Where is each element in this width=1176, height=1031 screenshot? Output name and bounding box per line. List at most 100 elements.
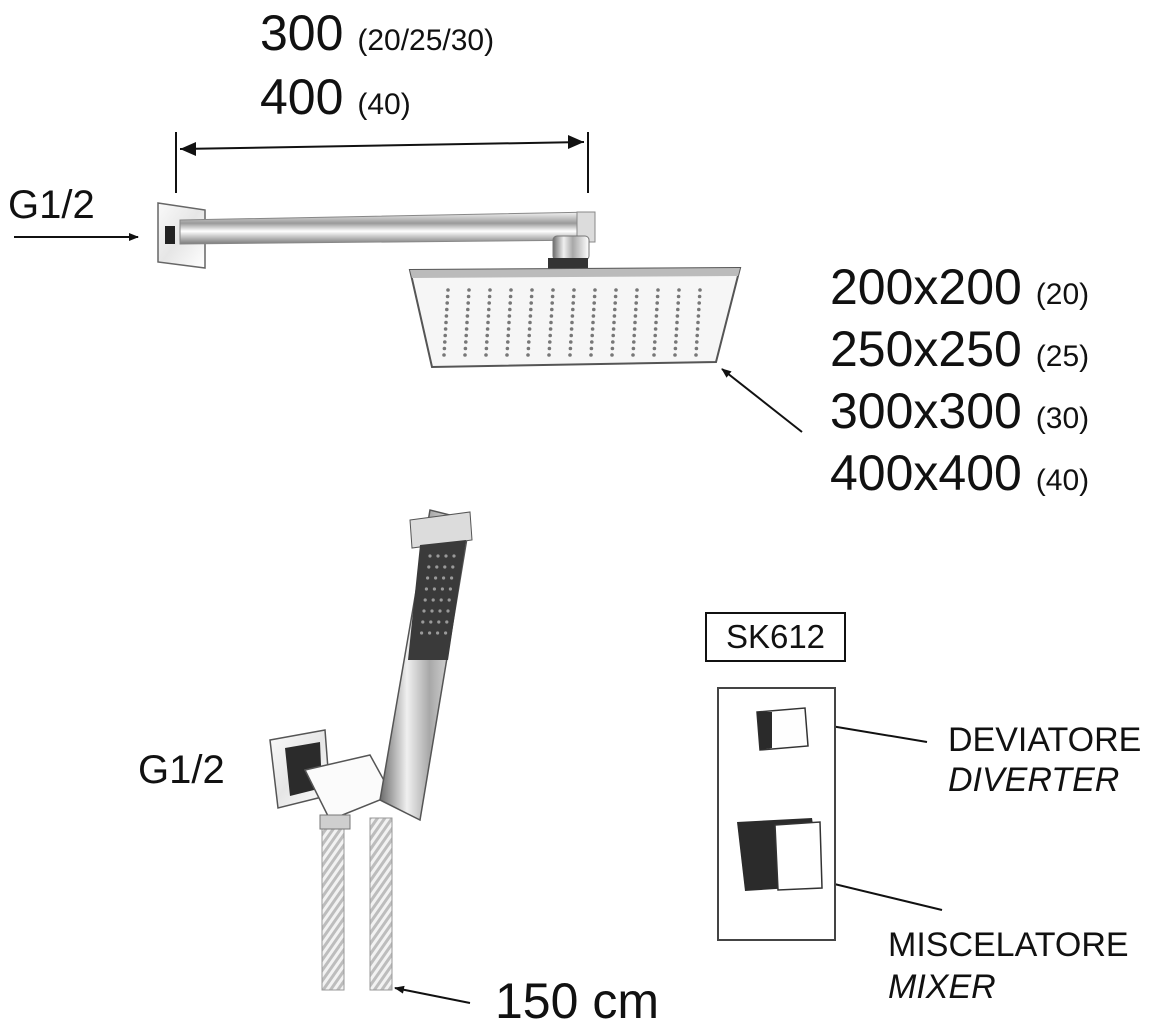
nozzle-dot [614,288,618,292]
nozzle-dot [508,307,512,312]
nozzle-dot [420,631,424,635]
nozzle-dot [589,353,593,357]
nozzle-dot [592,307,596,312]
nozzle-dot [653,327,658,331]
nozzle-dot [568,353,572,357]
head-size-row: 400x400 (40) [830,448,1089,498]
nozzle-dot [444,314,449,318]
nozzle-dot [676,301,680,305]
nozzle-dot [673,346,678,351]
nozzle-dot [527,333,531,338]
head-size-value: 200x200 [830,259,1022,315]
arm-length-option-2: 400 (40) [260,72,411,122]
nozzle-dot [430,609,434,613]
nozzle-dot [437,620,441,624]
nozzle-dot [610,346,615,351]
head-size-row: 300x300 (30) [830,386,1089,436]
nozzle-dot [488,288,492,292]
nozzle-dot [677,288,681,292]
nozzle-dot [590,327,595,331]
nozzle-dot [465,320,469,325]
nozzle-dot [505,353,509,357]
nozzle-dot [652,353,656,357]
nozzle-dot [463,353,467,357]
nozzle-dot [613,301,617,305]
shower-arm-inlet-label: G1/2 [8,183,95,227]
nozzle-dot [506,340,510,344]
diverter-arrow [824,722,928,743]
nozzle-dot [696,320,700,325]
nozzle-dot [550,307,554,312]
nozzle-dot [444,554,448,558]
nozzle-dot [505,346,510,351]
nozzle-dot [695,333,699,338]
nozzle-dot [673,353,677,357]
nozzle-dot [571,294,576,299]
nozzle-dot [484,353,488,357]
nozzle-dot [613,307,617,312]
nozzle-dot [487,294,492,299]
nozzle-dot [653,333,657,338]
nozzle-dot [484,346,489,351]
nozzle-dot [444,631,448,635]
nozzle-dot [549,320,553,325]
nozzle-dot [466,294,471,299]
nozzle-dot [448,587,452,591]
nozzle-dot [547,353,551,357]
nozzle-dot [694,353,698,357]
nozzle-dot [436,631,440,635]
nozzle-dot [432,587,436,591]
nozzle-dot [674,333,678,338]
nozzle-dot [526,353,530,357]
nozzle-dot [634,307,638,312]
head-size-row: 200x200 (20) [830,262,1089,312]
arm-length-models: (40) [357,88,411,121]
head-size-value: 400x400 [830,445,1022,501]
shower-arm [157,202,596,272]
nozzle-dot [571,307,575,312]
nozzle-dot [486,320,490,325]
nozzle-dot [592,301,596,305]
nozzle-dot [568,346,573,351]
arm-length-models: (20/25/30) [357,24,495,57]
hose-length-label: 150 cm [495,973,659,1029]
nozzle-dot [438,609,442,613]
nozzle-dot [631,353,635,357]
nozzle-dot [632,327,637,331]
nozzle-dot [464,327,469,331]
nozzle-dot [443,565,447,569]
arm-length-value: 400 [260,69,344,125]
mixer-label-en: MIXER [888,968,996,1006]
nozzle-dot [590,340,594,344]
nozzle-dot [424,587,428,591]
arm-length-option-1: 300 (20/25/30) [260,8,494,58]
nozzle-dot [451,565,455,569]
nozzle-dot [695,340,699,344]
nozzle-dot [529,307,533,312]
nozzle-dot [633,320,637,325]
nozzle-dot [631,346,636,351]
nozzle-dot [450,576,454,580]
nozzle-dot [655,307,659,312]
nozzle-dot [593,288,597,292]
nozzle-dot [676,294,681,299]
nozzle-dot [550,301,554,305]
nozzle-dot [485,340,489,344]
nozzle-dot [526,346,531,351]
nozzle-dot [422,609,426,613]
rain-shower-head [408,266,742,369]
nozzle-dot [634,294,639,299]
nozzle-dot [445,307,449,312]
nozzle-dot [428,631,432,635]
nozzle-dot [467,288,471,292]
diverter-label-en: DIVERTER [948,761,1120,799]
nozzle-dot [431,598,435,602]
nozzle-dot [509,288,513,292]
handshower-inlet-label: G1/2 [138,748,225,792]
nozzle-dot [654,320,658,325]
nozzle-dot [445,301,450,305]
nozzle-dot [463,346,468,351]
nozzle-dot [506,333,511,338]
nozzle-dot [466,307,470,312]
